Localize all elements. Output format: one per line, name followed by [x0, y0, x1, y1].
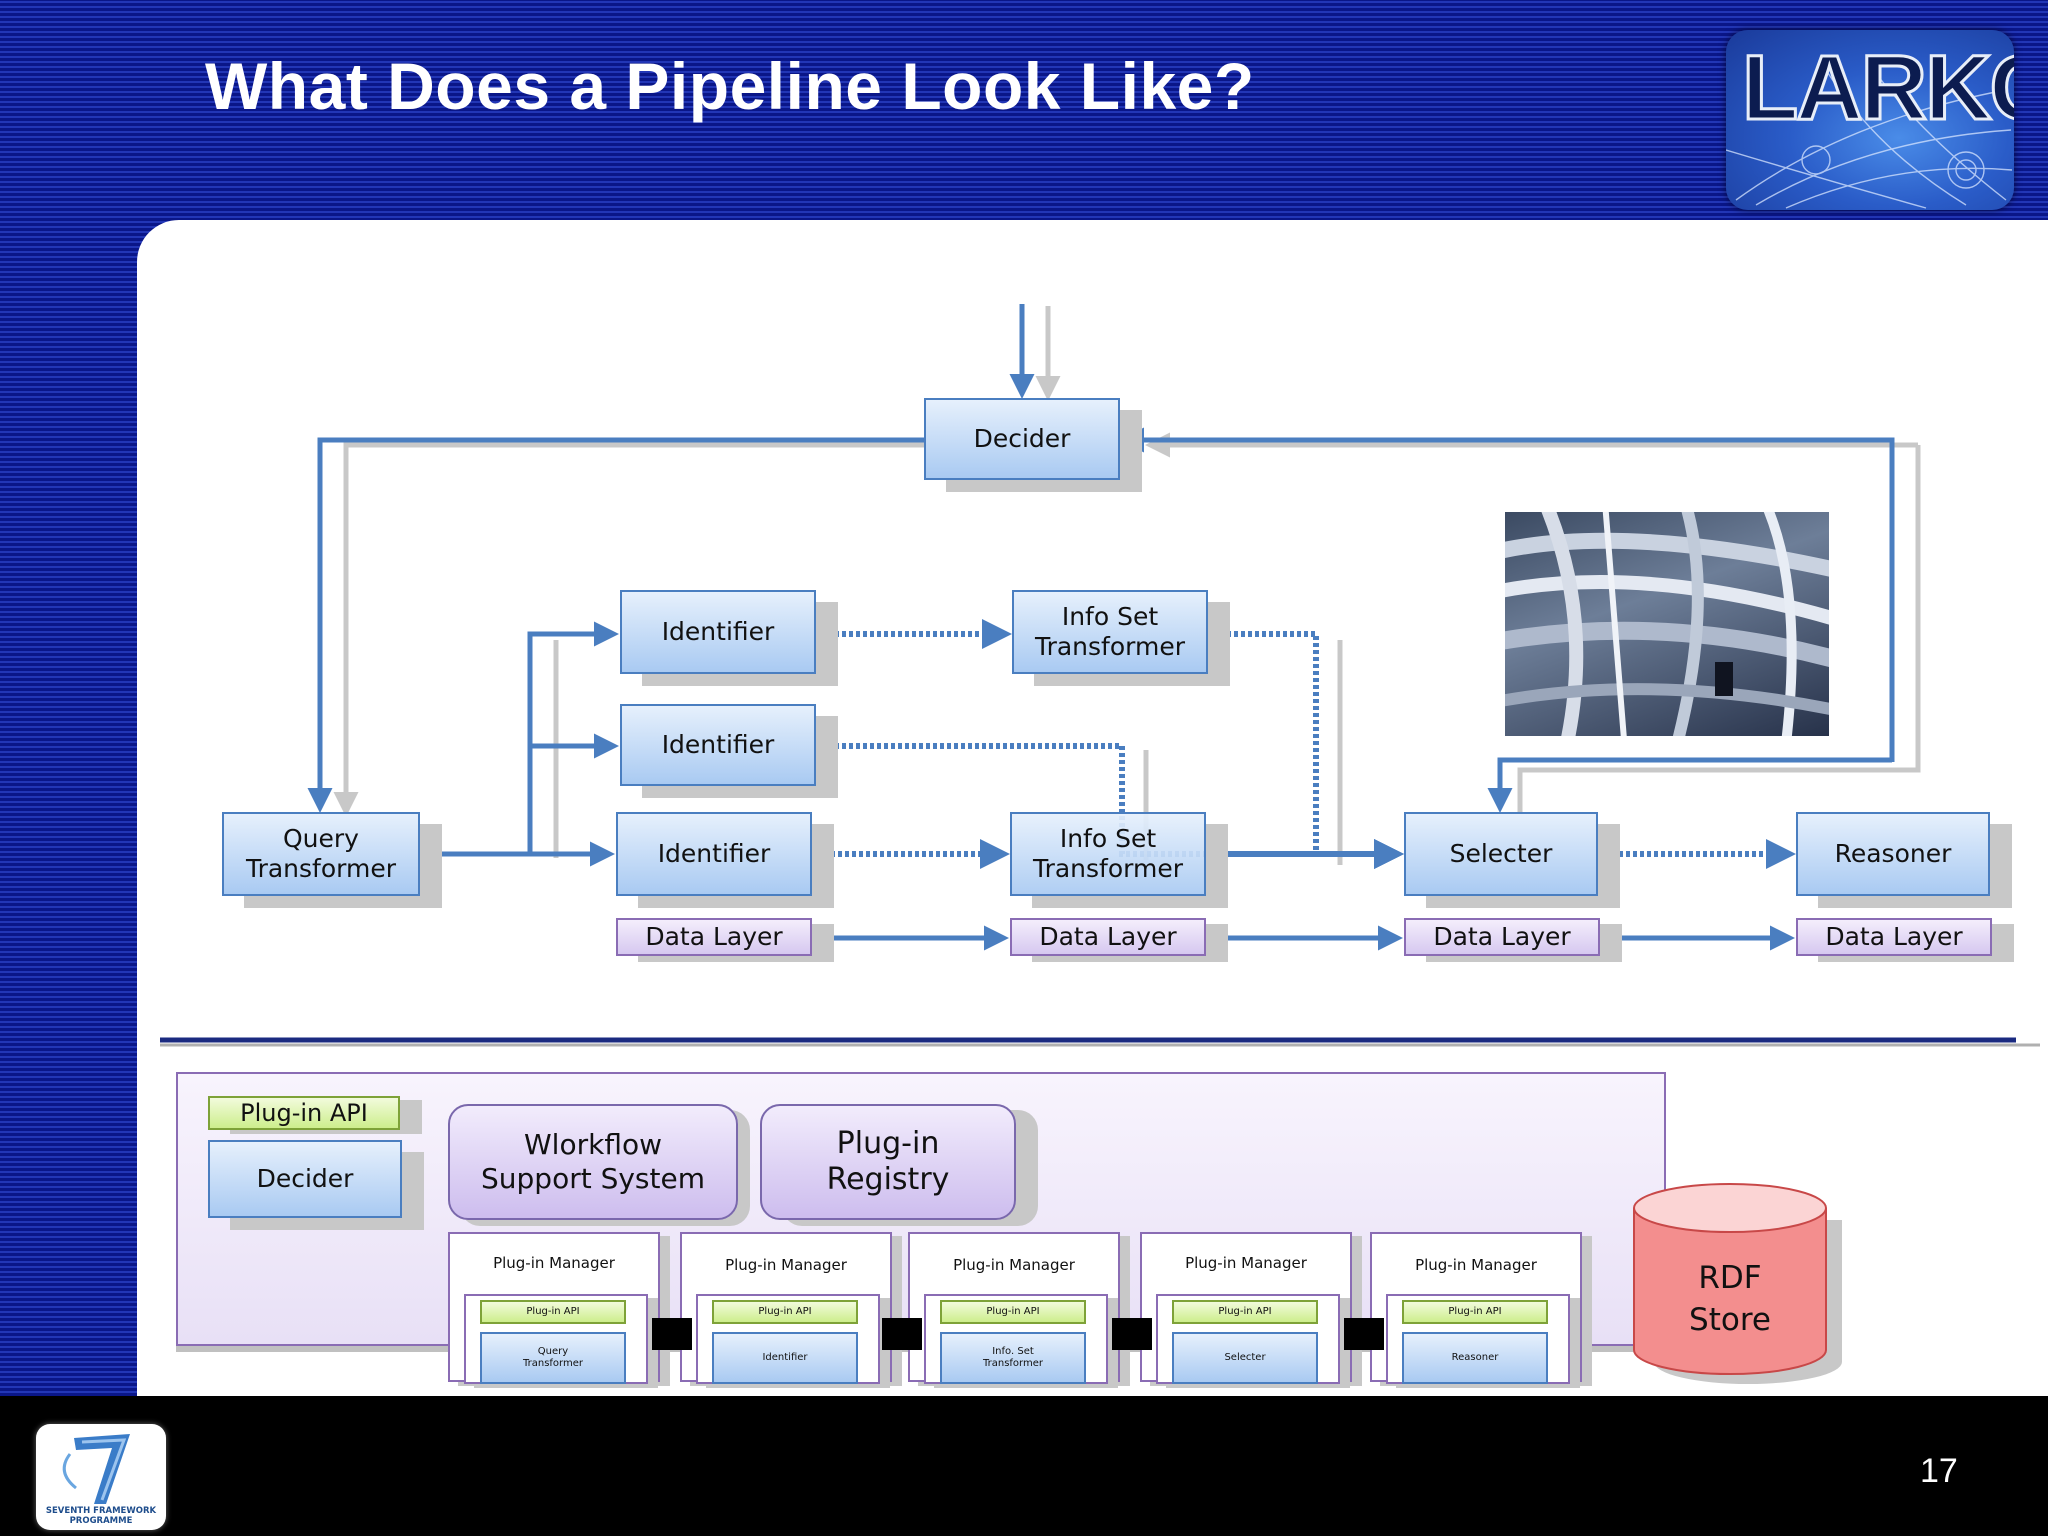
page-number: 17 — [1920, 1452, 1958, 1490]
logo-swirl-graphic — [1726, 59, 2013, 209]
fp7-logo-text: SEVENTH FRAMEWORK PROGRAMME — [45, 1506, 157, 1526]
plugin-box-info-set-transformer: Info. Set Transformer — [940, 1332, 1086, 1384]
fp7-logo: SEVENTH FRAMEWORK PROGRAMME — [36, 1424, 166, 1530]
info-set-transformer-box-1: Info Set Transformer — [1012, 590, 1208, 674]
query-transformer-label: Query Transformer — [245, 824, 396, 883]
selecter-label: Selecter — [1449, 839, 1553, 868]
info-set-transformer-box-2: Info Set Transformer — [1010, 812, 1206, 896]
platform-plugin-api: Plug-in API — [208, 1096, 400, 1130]
plugin-api-3: Plug-in API — [940, 1300, 1086, 1324]
platform-decider: Decider — [208, 1140, 402, 1218]
query-transformer-box: Query Transformer — [222, 812, 420, 896]
plugin-api-label-3: Plug-in API — [986, 1306, 1040, 1317]
plugin-api-label-5: Plug-in API — [1448, 1306, 1502, 1317]
identifier-label-2: Identifier — [661, 730, 775, 759]
workflow-support-system: Wlorkflow Support System — [448, 1104, 738, 1220]
plugin-api-label-4: Plug-in API — [1218, 1306, 1272, 1317]
larkc-logo: LARKC — [1726, 30, 2014, 210]
plugin-api-label-1: Plug-in API — [526, 1306, 580, 1317]
plugin-manager-title-2: Plug-in Manager — [725, 1256, 847, 1274]
plugin-manager-title-4: Plug-in Manager — [1185, 1254, 1307, 1272]
data-layer-label-4: Data Layer — [1825, 922, 1963, 951]
identifier-box-2: Identifier — [620, 704, 816, 786]
plugin-registry: Plug-in Registry — [760, 1104, 1016, 1220]
plugin-api-2: Plug-in API — [712, 1300, 858, 1324]
plugin-api-1: Plug-in API — [480, 1300, 626, 1324]
connector-block-3 — [1112, 1318, 1152, 1350]
plugin-box-selecter: Selecter — [1172, 1332, 1318, 1384]
reasoner-box: Reasoner — [1796, 812, 1990, 896]
connector-block-2 — [882, 1318, 922, 1350]
plugin-box-identifier: Identifier — [712, 1332, 858, 1384]
plugin-box-label-1: Query Transformer — [522, 1346, 583, 1369]
plugin-box-reasoner: Reasoner — [1402, 1332, 1548, 1384]
data-layer-box-2: Data Layer — [1010, 918, 1206, 956]
data-layer-label-2: Data Layer — [1039, 922, 1177, 951]
reasoner-label: Reasoner — [1834, 839, 1952, 868]
plugin-box-label-2: Identifier — [762, 1352, 808, 1363]
connector-block-1 — [652, 1318, 692, 1350]
plugin-box-query-transformer: Query Transformer — [480, 1332, 626, 1384]
identifier-box-3: Identifier — [616, 812, 812, 896]
data-layer-label-1: Data Layer — [645, 922, 783, 951]
rdf-store-text: RDF Store — [1689, 1260, 1771, 1338]
decider-label: Decider — [973, 424, 1071, 453]
plugin-manager-title-3: Plug-in Manager — [953, 1256, 1075, 1274]
data-layer-box-1: Data Layer — [616, 918, 812, 956]
data-layer-label-3: Data Layer — [1433, 922, 1571, 951]
plugin-api-label-2: Plug-in API — [758, 1306, 812, 1317]
plugin-api-4: Plug-in API — [1172, 1300, 1318, 1324]
plugin-box-label-5: Reasoner — [1451, 1352, 1499, 1363]
plugin-api-5: Plug-in API — [1402, 1300, 1548, 1324]
selecter-box: Selecter — [1404, 812, 1598, 896]
info-set-transformer-label-1: Info Set Transformer — [1034, 602, 1185, 661]
rdf-store-label: RDF Store — [1630, 1258, 1860, 1342]
pipeline-photo — [1505, 512, 1829, 736]
data-layer-box-4: Data Layer — [1796, 918, 1992, 956]
logo-wordmark: LARKC — [1741, 36, 2014, 141]
pipeline-connectors — [160, 304, 2040, 1047]
footer-bar — [0, 1396, 2048, 1536]
slide-title: What Does a Pipeline Look Like? — [205, 49, 1255, 123]
fp7-seven-graphic — [62, 1434, 130, 1504]
data-layer-box-3: Data Layer — [1404, 918, 1600, 956]
info-set-transformer-label-2: Info Set Transformer — [1032, 824, 1183, 883]
plugin-manager-title-1: Plug-in Manager — [493, 1254, 615, 1272]
workflow-support-label: Wlorkflow Support System — [481, 1128, 705, 1195]
decider-box: Decider — [924, 398, 1120, 480]
plugin-manager-title-5: Plug-in Manager — [1415, 1256, 1537, 1274]
identifier-box-1: Identifier — [620, 590, 816, 674]
pipes-illustration — [1505, 512, 1829, 736]
identifier-label-1: Identifier — [661, 617, 775, 646]
plugin-box-label-4: Selecter — [1224, 1352, 1266, 1363]
rdf-store-cylinder — [1633, 1183, 1842, 1384]
platform-decider-label: Decider — [256, 1164, 354, 1193]
identifier-label-3: Identifier — [657, 839, 771, 868]
platform-plugin-api-label: Plug-in API — [240, 1098, 368, 1127]
plugin-registry-label: Plug-in Registry — [826, 1126, 950, 1197]
plugin-box-label-3: Info. Set Transformer — [982, 1346, 1043, 1369]
connector-block-4 — [1344, 1318, 1384, 1350]
